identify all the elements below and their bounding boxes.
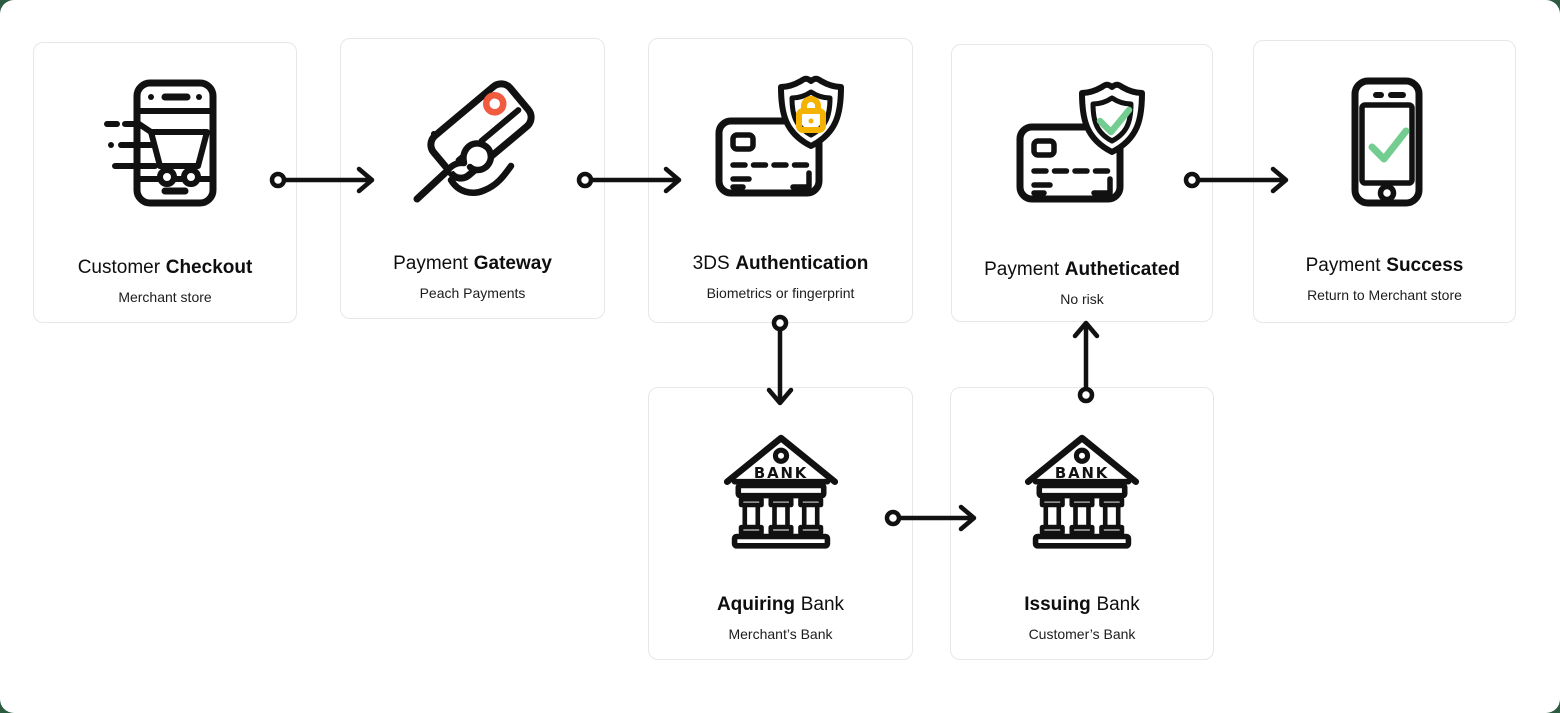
phone-cart-icon (104, 79, 217, 207)
card-title: Payment Success (1254, 253, 1515, 279)
card-3ds-authentication: 3DS Authentication Biometrics or fingerp… (648, 38, 913, 323)
hand-card-icon (413, 80, 535, 203)
title-normal: Payment (393, 253, 469, 274)
card-title: Payment Autheticated (952, 257, 1212, 283)
arrow-checkout-to-gateway (269, 166, 375, 194)
title-normal: Bank (1096, 594, 1140, 615)
arrow-authenticated-to-success (1183, 166, 1289, 194)
title-normal: Bank (800, 594, 845, 615)
phone-check-icon (1351, 77, 1422, 207)
svg-text:BANK: BANK (1055, 464, 1109, 482)
title-bold: Checkout (165, 257, 253, 278)
title-bold: Success (1386, 255, 1464, 276)
card-subtitle: Merchant store (118, 289, 212, 305)
card-subtitle: No risk (1060, 291, 1104, 307)
card-customer-checkout: Customer Checkout Merchant store (33, 42, 297, 323)
card-shield-check-icon (1016, 81, 1145, 203)
arrow-gateway-to-3ds (576, 166, 682, 194)
arrow-3ds-to-acquiring (766, 314, 794, 406)
svg-text:BANK: BANK (753, 464, 807, 482)
title-bold: Authentication (735, 253, 869, 274)
card-subtitle: Peach Payments (419, 285, 526, 301)
title-normal: Payment (1305, 255, 1381, 276)
title-normal: Payment (984, 259, 1060, 280)
title-bold: Gateway (473, 253, 552, 274)
title-bold: Issuing (1024, 594, 1091, 615)
arrow-issuing-to-authenticated (1072, 320, 1100, 404)
card-title: 3DS Authentication (649, 251, 912, 277)
card-payment-success: Payment Success Return to Merchant store (1253, 40, 1516, 323)
card-aquiring-bank: BANK Aquiring Bank Merchant’s Bank (648, 387, 913, 660)
bank-icon: BANK (1024, 434, 1140, 549)
arrow-acquiring-to-issuing (884, 504, 977, 532)
card-issuing-bank: BANK Issuing Bank Customer’s Bank (950, 387, 1214, 660)
title-bold: Autheticated (1064, 259, 1180, 280)
card-subtitle: Customer’s Bank (1028, 626, 1136, 642)
card-payment-gateway: Payment Gateway Peach Payments (340, 38, 605, 319)
title-bold: Aquiring (716, 594, 796, 615)
title-normal: 3DS (692, 253, 730, 274)
card-title: Issuing Bank (951, 592, 1213, 618)
card-subtitle: Biometrics or fingerprint (706, 285, 855, 301)
card-subtitle: Merchant’s Bank (728, 626, 833, 642)
card-payment-autheticated: Payment Autheticated No risk (951, 44, 1213, 322)
card-title: Customer Checkout (34, 255, 296, 281)
card-title: Aquiring Bank (649, 592, 912, 618)
card-subtitle: Return to Merchant store (1307, 287, 1462, 303)
bank-icon: BANK (723, 434, 838, 549)
card-shield-lock-icon (715, 75, 844, 197)
title-normal: Customer (77, 257, 161, 278)
card-title: Payment Gateway (341, 251, 604, 277)
